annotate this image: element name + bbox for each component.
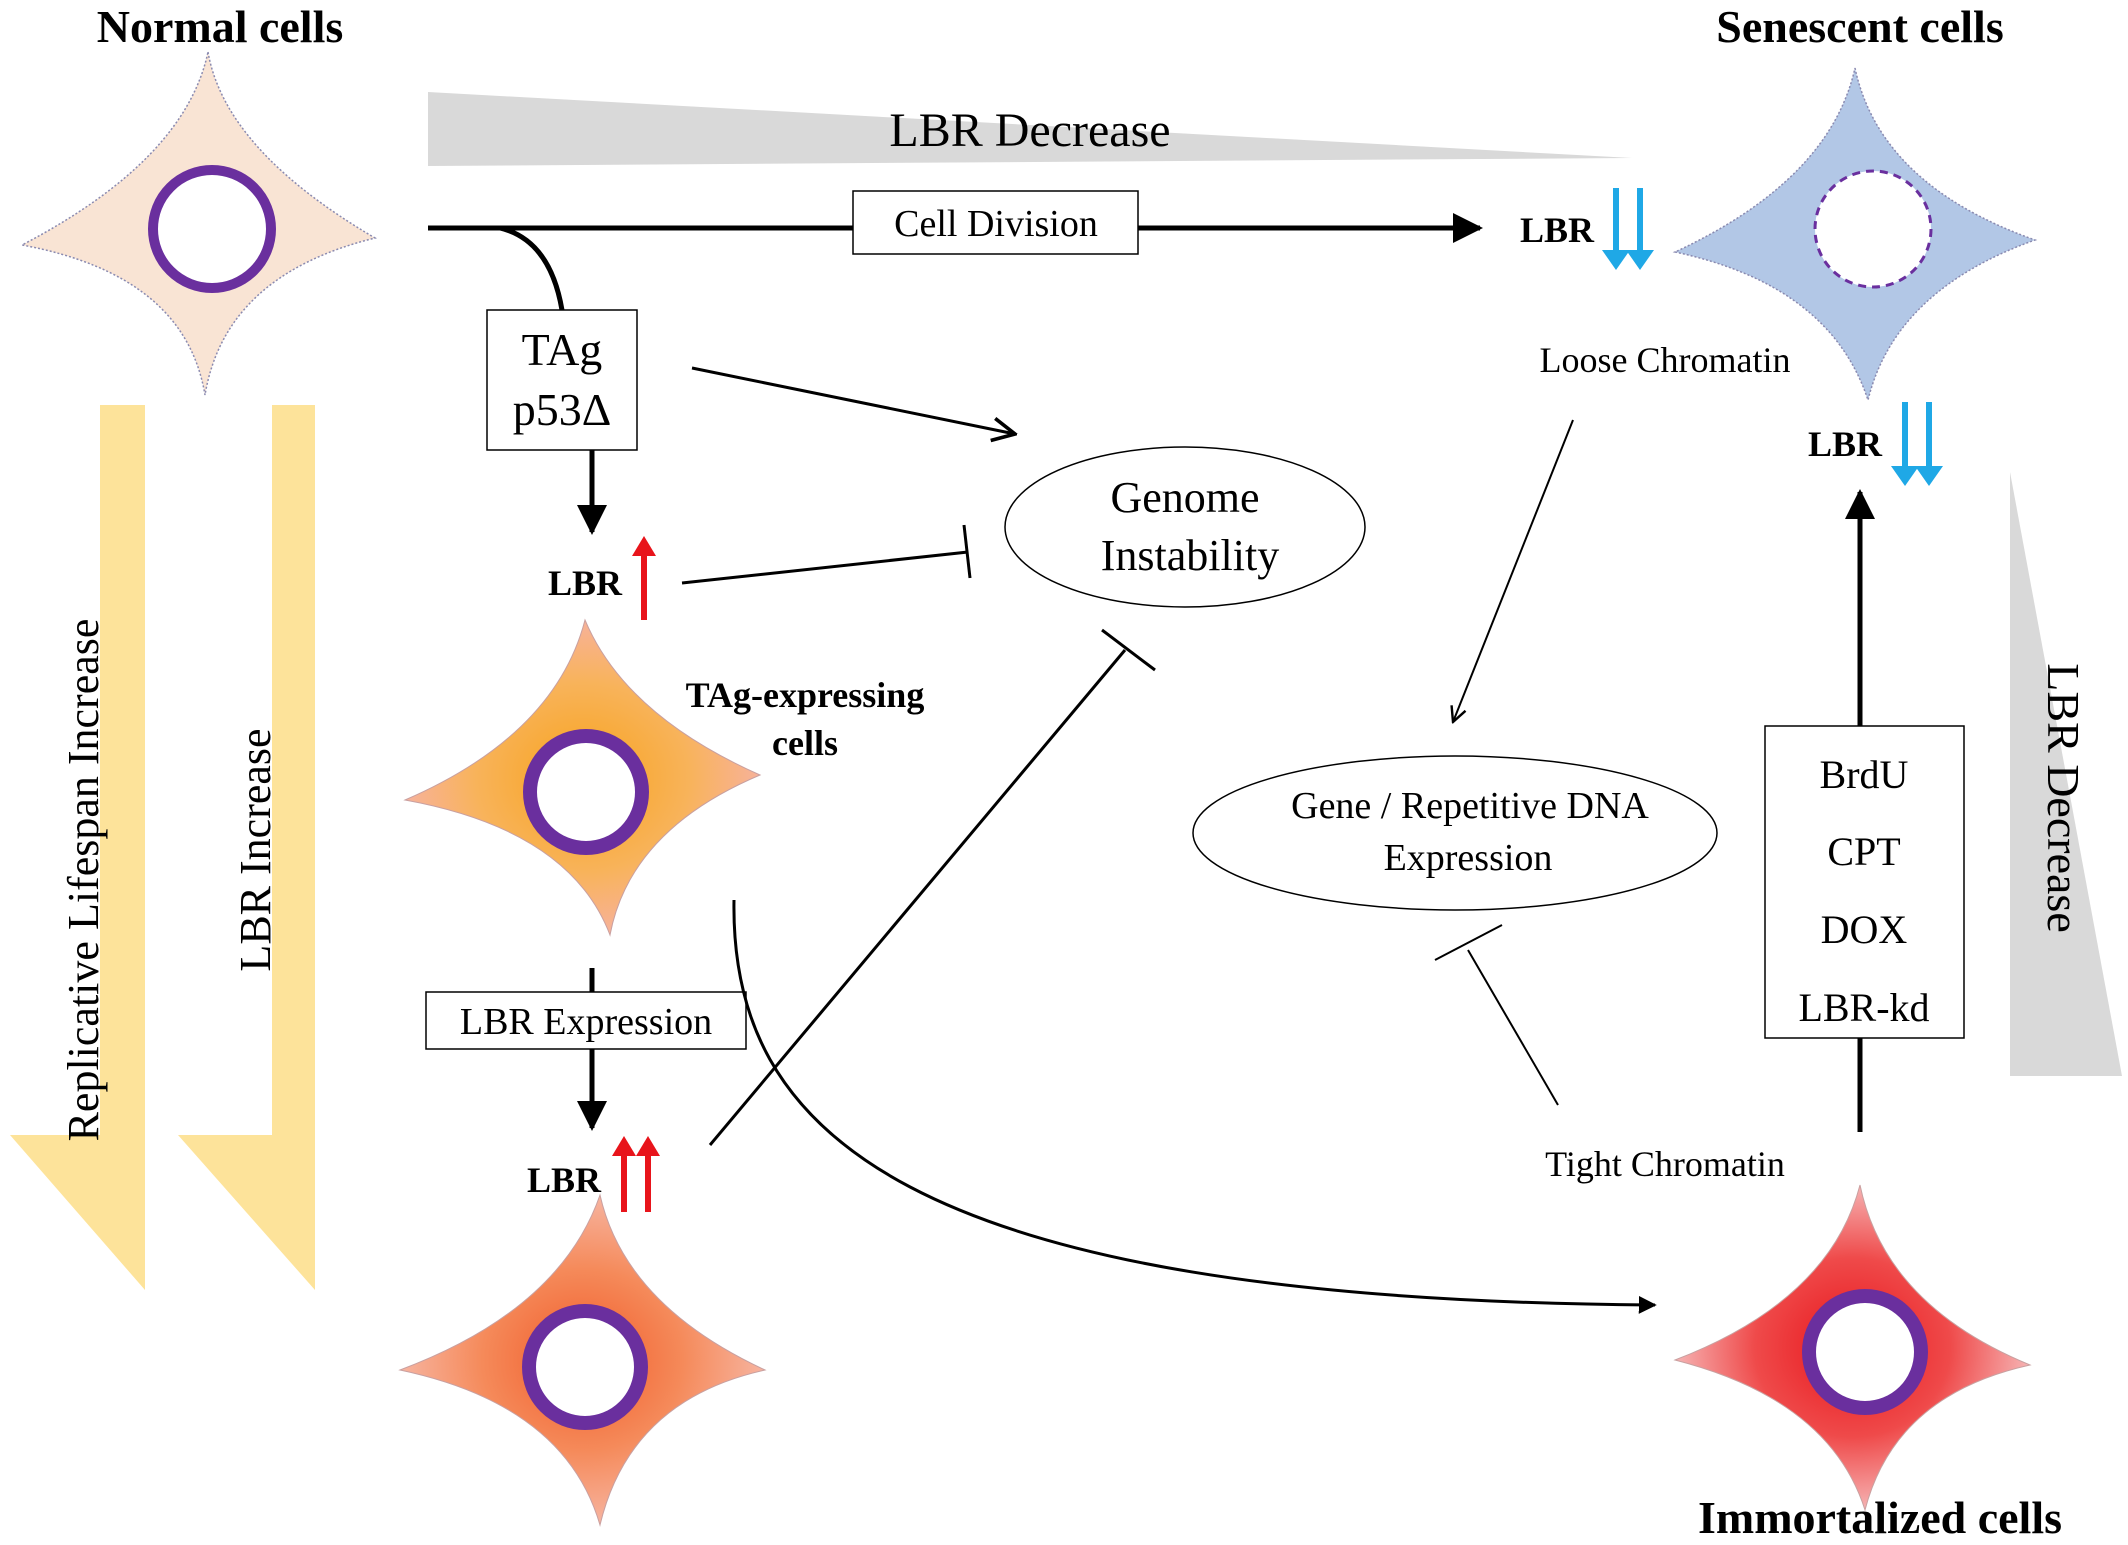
treatment-dox: DOX <box>1821 907 1908 952</box>
lbr-increase-label: LBR Increase <box>231 728 280 971</box>
lbr-decrease-top-wedge <box>428 92 1632 166</box>
lbr-expression-box <box>425 991 747 1050</box>
lbr-high-inhibits-genome-line <box>708 649 1127 1146</box>
p53-label: p53Δ <box>513 384 612 435</box>
tag-branch-curve <box>499 225 565 311</box>
tight-chromatin-label: Tight Chromatin <box>1545 1144 1785 1184</box>
lbr-high-inhibits-genome-bar <box>1101 628 1156 672</box>
tight-inhibits-gene-bar <box>1434 924 1503 961</box>
tag-expressing-cells-title-line1: TAg-expressing <box>686 675 925 715</box>
gene-expression-line2: Expression <box>1384 837 1553 879</box>
normal-cell <box>19 51 377 396</box>
lbr-down-right-label: LBR <box>1808 424 1883 464</box>
normal-cells-title: Normal cells <box>97 1 344 52</box>
replicative-lifespan-label: Replicative Lifespan Increase <box>59 619 108 1142</box>
loose-chromatin-label: Loose Chromatin <box>1540 340 1791 380</box>
lbr-double-up-arrow-icon <box>612 1136 660 1212</box>
senescent-cells-title: Senescent cells <box>1716 1 2003 52</box>
immortalized-cell <box>1673 1184 2032 1512</box>
gene-expression-node <box>1192 755 1718 911</box>
lbr-up-label: LBR <box>548 563 623 603</box>
lbr-inhibits-genome-line <box>681 550 969 585</box>
lbr-single-up-arrow-icon <box>632 536 656 620</box>
genome-instability-line2: Instability <box>1101 531 1279 580</box>
lbr-decrease-top-label: LBR Decrease <box>889 104 1170 157</box>
genome-instability-line1: Genome <box>1110 473 1259 522</box>
normal-cell-nucleus <box>148 165 276 293</box>
tag-label: TAg <box>522 324 603 375</box>
immortalized-cells-title: Immortalized cells <box>1698 1492 2062 1540</box>
gene-expression-line1: Gene / Repetitive DNA <box>1291 785 1649 827</box>
tag-cell-nucleus <box>523 729 649 855</box>
lbr-expression-label: LBR Expression <box>460 1001 712 1043</box>
treatment-lbr-kd: LBR-kd <box>1798 985 1929 1030</box>
lbr-decrease-right-wedge <box>2010 472 2122 1076</box>
tag-to-genome-arrow <box>691 366 1015 434</box>
senescent-cell-nucleus <box>1813 169 1933 289</box>
lbr-decrease-right-label: LBR Decrease <box>2038 663 2089 933</box>
lbr-double-down-top-icon <box>1602 188 1654 270</box>
replicative-lifespan-arrow <box>10 405 145 1290</box>
senescent-cell <box>1672 67 2038 403</box>
lbr-double-up-label: LBR <box>527 1160 602 1200</box>
tight-inhibits-gene-line <box>1467 949 1559 1106</box>
tag-expressing-cells-title-line2: cells <box>772 723 838 763</box>
treatment-cpt: CPT <box>1827 829 1900 874</box>
tag-to-immortalized-curve <box>732 899 1657 1314</box>
lbr-increase-arrow <box>178 405 315 1290</box>
cell-division-label: Cell Division <box>894 203 1098 245</box>
genome-instability-node <box>1004 446 1366 608</box>
high-lbr-cell-nucleus <box>522 1304 648 1430</box>
loose-to-gene-arrow <box>1453 419 1574 722</box>
cell-division-box <box>852 190 1139 255</box>
high-lbr-cell <box>398 1193 767 1527</box>
tag-box <box>486 309 638 451</box>
treatments-box <box>1764 725 1965 1039</box>
treatment-brdu: BrdU <box>1820 752 1909 797</box>
lbr-down-top-label: LBR <box>1520 210 1595 250</box>
tag-expressing-cell <box>403 618 762 937</box>
lbr-inhibits-genome-bar <box>962 524 972 579</box>
lbr-double-down-right-icon <box>1891 402 1943 486</box>
immortalized-cell-nucleus <box>1802 1289 1928 1415</box>
